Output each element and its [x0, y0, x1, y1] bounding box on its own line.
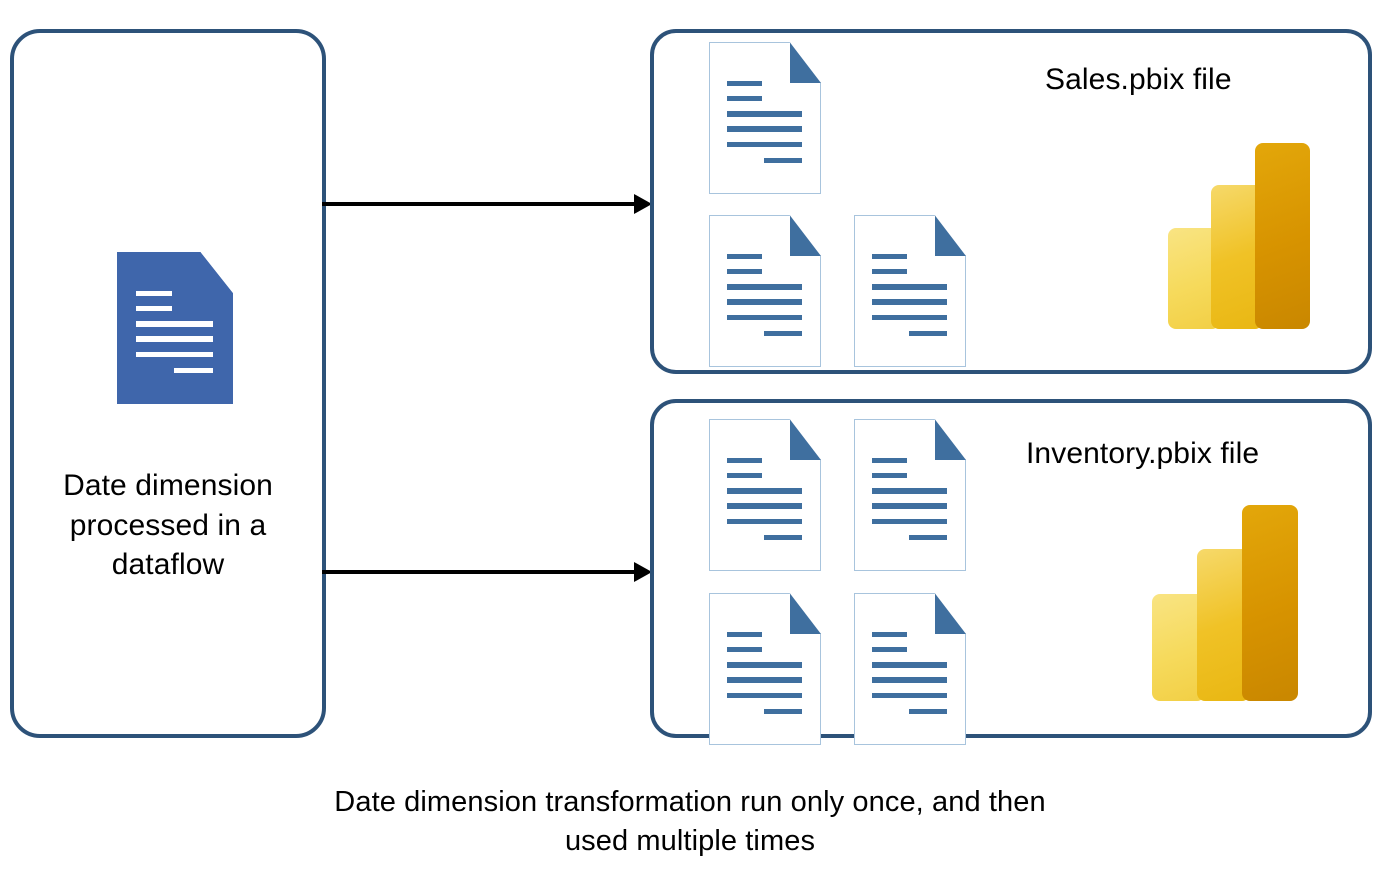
document-fold-corner: [934, 593, 966, 635]
document-line: [726, 284, 802, 290]
document-fold-corner: [934, 215, 966, 257]
dataflow-source-caption: Date dimension processed in a dataflow: [63, 469, 273, 582]
dataflow-document-icon: [117, 252, 233, 404]
arrow-shaft: [322, 202, 636, 206]
report-document-icon: [709, 215, 821, 367]
document-line: [135, 305, 172, 312]
document-fold-corner: [789, 215, 821, 257]
document-line: [871, 503, 947, 509]
document-line: [135, 336, 214, 342]
document-line: [726, 631, 762, 638]
document-line: [763, 157, 802, 163]
power-bi-bar-tall: [1255, 143, 1310, 329]
document-line: [726, 80, 762, 87]
inventory-pbix-label: Inventory.pbix file: [1026, 437, 1260, 470]
document-page: [709, 215, 821, 367]
power-bi-bar-tall: [1241, 505, 1298, 701]
document-fold-corner: [789, 42, 821, 84]
document-line: [763, 534, 802, 540]
document-line: [871, 457, 907, 464]
document-line: [173, 367, 214, 373]
document-line: [726, 141, 802, 148]
document-line: [726, 488, 802, 494]
power-bi-bar-short: [1152, 594, 1206, 701]
document-line: [871, 646, 907, 653]
document-line: [726, 111, 802, 117]
report-document-icon: [854, 419, 966, 571]
power-bi-icon: [1152, 505, 1298, 701]
document-line: [726, 472, 762, 479]
document-line: [871, 662, 947, 668]
document-line: [135, 321, 214, 327]
document-line: [908, 330, 947, 336]
document-fold-corner: [934, 419, 966, 461]
arrow-to-sales: [322, 194, 652, 214]
document-line: [726, 314, 802, 321]
document-line: [871, 631, 907, 638]
document-line: [726, 253, 762, 260]
document-line: [135, 290, 172, 297]
document-line: [726, 299, 802, 305]
power-bi-bar-short: [1168, 227, 1220, 329]
arrow-to-inventory: [322, 562, 652, 582]
document-line: [763, 708, 802, 714]
document-line: [908, 534, 947, 540]
document-line: [871, 268, 907, 275]
sales-pbix-label: Sales.pbix file: [1045, 63, 1232, 96]
document-line: [871, 518, 947, 525]
document-fold-corner: [789, 593, 821, 635]
document-line: [726, 646, 762, 653]
document-line: [871, 253, 907, 260]
document-line: [726, 457, 762, 464]
document-line: [871, 299, 947, 305]
arrow-shaft: [322, 570, 636, 574]
arrow-head-icon: [634, 194, 652, 214]
document-line: [726, 503, 802, 509]
power-bi-icon: [1168, 143, 1310, 329]
document-line: [871, 488, 947, 494]
document-page: [117, 252, 233, 404]
document-line: [908, 708, 947, 714]
report-document-icon: [709, 42, 821, 194]
document-line: [726, 677, 802, 683]
power-bi-bar-medium: [1211, 184, 1264, 329]
report-document-icon: [709, 419, 821, 571]
arrow-head-icon: [634, 562, 652, 582]
document-line: [726, 692, 802, 699]
document-line: [726, 95, 762, 102]
document-line: [871, 314, 947, 321]
document-fold-corner: [789, 419, 821, 461]
document-line: [871, 692, 947, 699]
document-line: [871, 677, 947, 683]
document-line: [726, 126, 802, 132]
document-line: [763, 330, 802, 336]
report-document-icon: [854, 593, 966, 745]
document-line: [135, 351, 214, 358]
document-line: [871, 284, 947, 290]
document-line: [726, 268, 762, 275]
report-document-icon: [709, 593, 821, 745]
power-bi-bar-medium: [1196, 549, 1250, 701]
diagram-footer-caption: Date dimension transformation run only o…: [334, 786, 1046, 857]
document-line: [726, 662, 802, 668]
report-document-icon: [854, 215, 966, 367]
dataflow-source-box[interactable]: [10, 29, 326, 738]
document-line: [871, 472, 907, 479]
document-line: [726, 518, 802, 525]
